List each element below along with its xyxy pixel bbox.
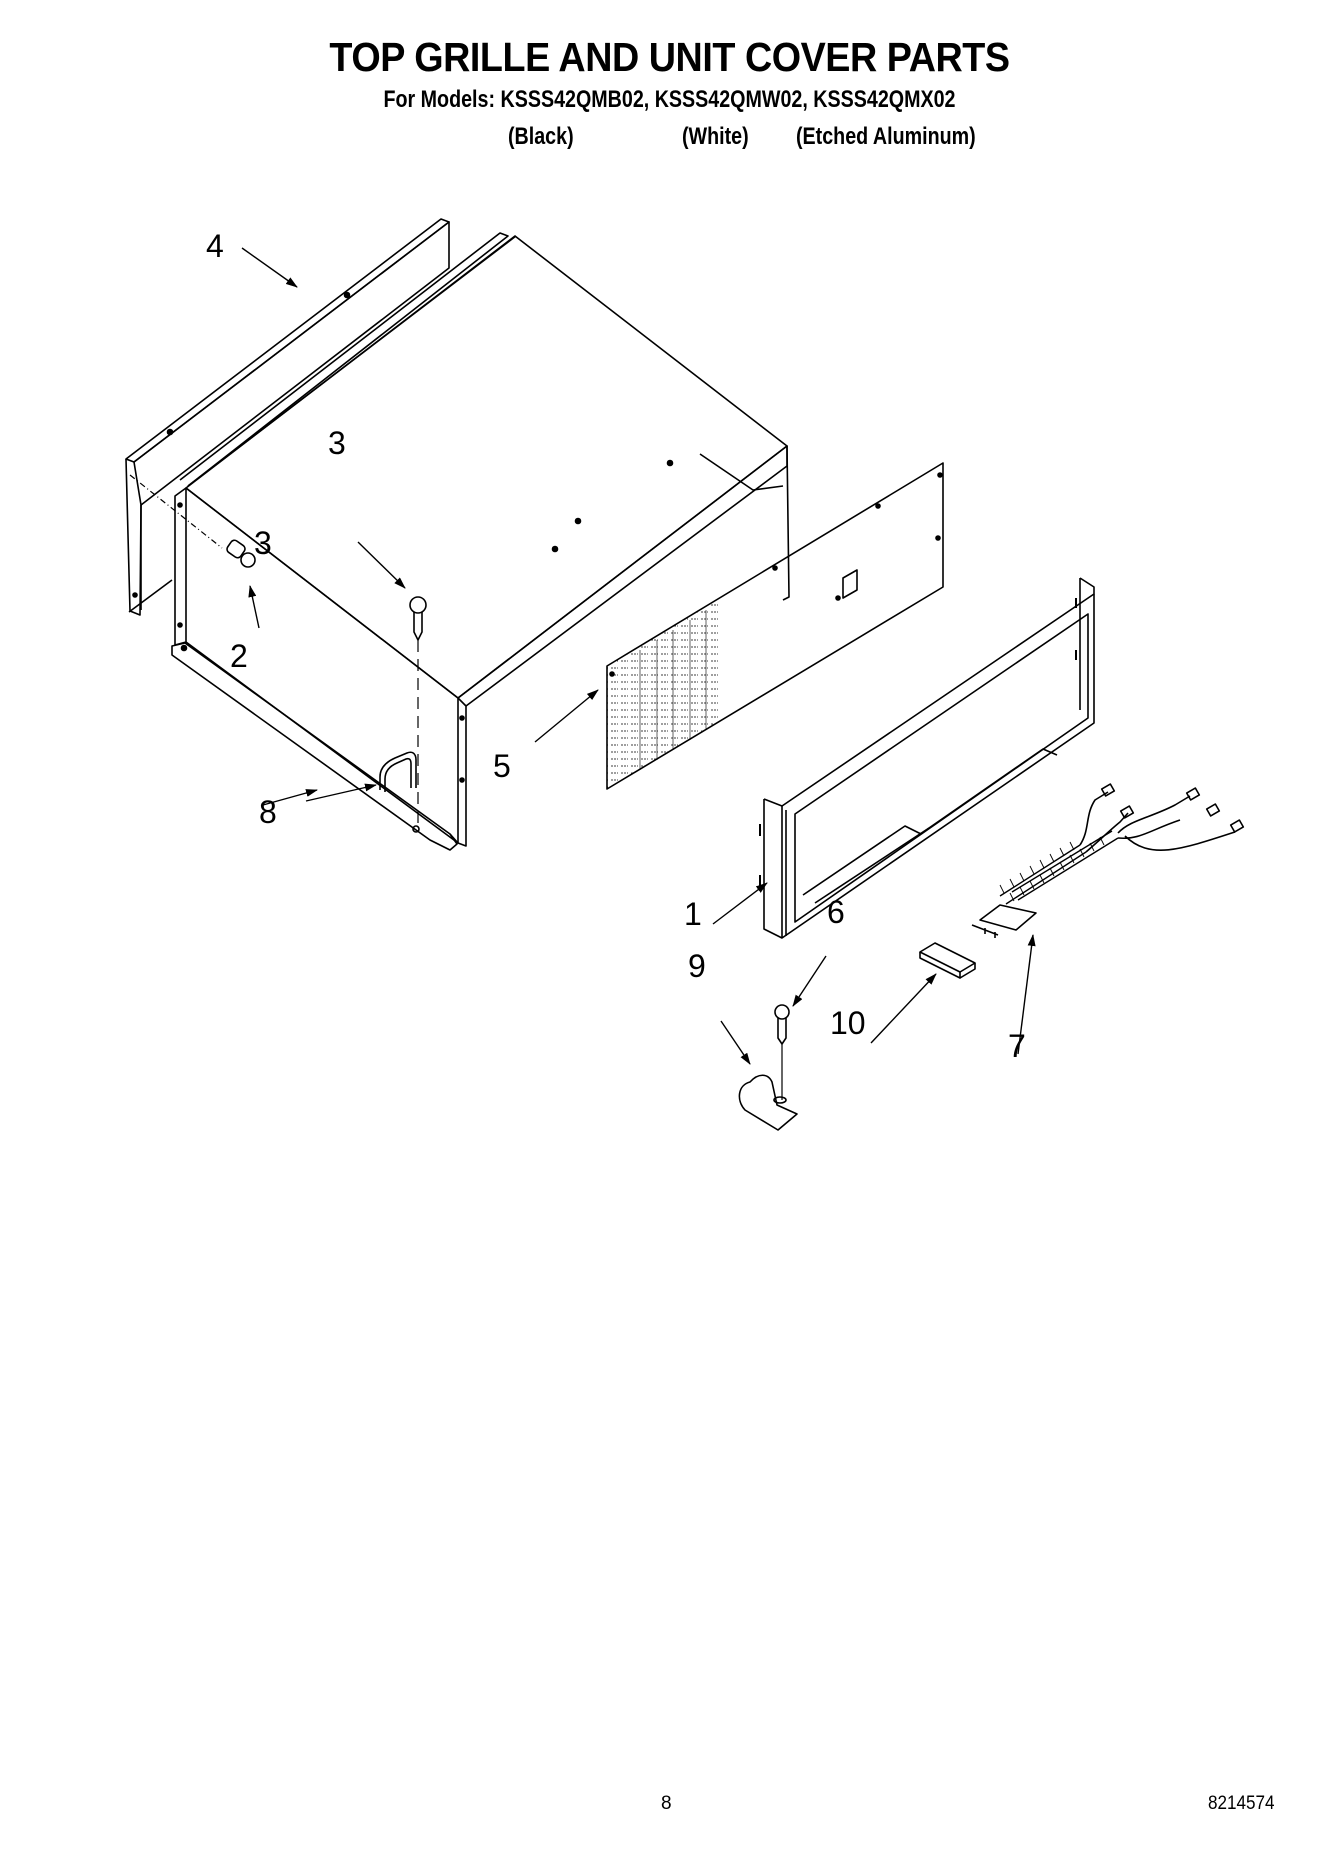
part-6-screw bbox=[774, 1004, 790, 1100]
callout-8: 8 bbox=[259, 794, 277, 830]
callout-6: 6 bbox=[827, 894, 845, 930]
color-white: (White) bbox=[682, 123, 749, 150]
document-number: 8214574 bbox=[1208, 1793, 1275, 1814]
callout-5: 5 bbox=[493, 748, 511, 784]
models-line: For Models: KSSS42QMB02, KSSS42QMW02, KS… bbox=[383, 86, 956, 113]
part-9-clamp bbox=[738, 1074, 798, 1131]
callout-1: 1 bbox=[684, 896, 702, 932]
page-title: TOP GRILLE AND UNIT COVER PARTS bbox=[329, 34, 1010, 80]
part-3-screw-side bbox=[129, 474, 256, 568]
part-1-frame bbox=[759, 577, 1095, 939]
callout-3-side: 3 bbox=[254, 525, 272, 561]
callout-7: 7 bbox=[1008, 1028, 1026, 1064]
leader-arrows bbox=[241, 247, 1036, 1065]
part-2-unit-cover bbox=[171, 232, 790, 851]
part-10-connector bbox=[919, 942, 976, 979]
callout-4: 4 bbox=[206, 228, 224, 264]
callout-2: 2 bbox=[230, 638, 248, 674]
callout-9: 9 bbox=[688, 948, 706, 984]
callout-10: 10 bbox=[830, 1005, 866, 1041]
color-black: (Black) bbox=[508, 123, 574, 150]
part-4-rear-bracket bbox=[125, 218, 450, 616]
part-3-screw-top bbox=[409, 596, 427, 830]
color-etched-aluminum: (Etched Aluminum) bbox=[796, 123, 976, 150]
part-8-clip bbox=[379, 751, 417, 792]
callout-3-top: 3 bbox=[328, 425, 346, 461]
part-7-wire-harness bbox=[971, 783, 1245, 938]
page-number: 8 bbox=[661, 1793, 672, 1814]
part-5-grille bbox=[606, 462, 944, 790]
